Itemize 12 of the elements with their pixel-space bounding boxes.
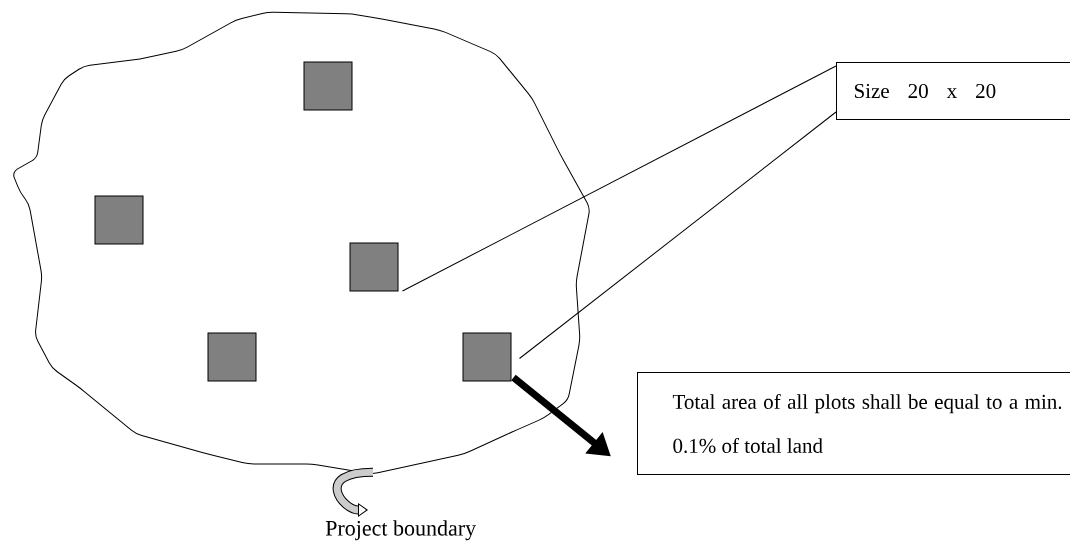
leader-line bbox=[402, 65, 837, 292]
size-box: Size 20 x 20 bbox=[836, 62, 1070, 120]
plot-square bbox=[303, 61, 353, 111]
leader-line bbox=[519, 111, 837, 359]
curved-arrow bbox=[332, 467, 374, 517]
note-box: Total area of all plots shall be equal to a min. 0.1% of total land bbox=[637, 372, 1070, 475]
plot-square bbox=[349, 242, 399, 292]
plot-square bbox=[207, 332, 257, 382]
plot-square bbox=[462, 332, 512, 382]
boundary-label: Project boundary bbox=[325, 520, 477, 541]
plot-square bbox=[94, 195, 144, 245]
boundary-outline bbox=[13, 11, 590, 474]
